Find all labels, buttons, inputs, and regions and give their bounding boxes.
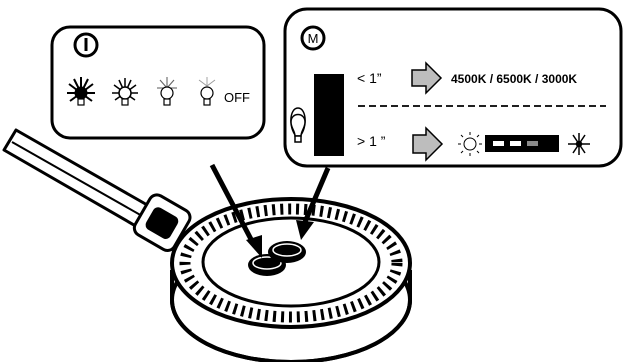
bulb-low-icon — [157, 77, 177, 106]
short-press-result: 4500K / 6500K / 3000K — [451, 72, 577, 86]
color-temperature-slider — [485, 135, 559, 152]
mode-touch-button[interactable] — [268, 241, 306, 263]
mode-indicator-bar — [314, 74, 344, 156]
mode-panel: M < 1” 4500K / 6500K / 3000K > 1 ” — [283, 7, 623, 168]
pointer-arrows — [209, 163, 331, 258]
long-press-arrow-icon — [412, 126, 444, 162]
power-button-icon[interactable] — [73, 32, 99, 58]
bulb-dim-icon — [198, 77, 216, 106]
power-panel: OFF — [50, 25, 266, 140]
off-label: OFF — [224, 90, 250, 105]
sun-icon — [458, 132, 482, 156]
bulb-medium-icon — [112, 78, 138, 106]
svg-text:M: M — [308, 31, 319, 46]
light-bulb-icon — [290, 107, 306, 143]
snowflake-icon — [568, 133, 590, 155]
short-press-label: < 1” — [357, 70, 382, 86]
lamp-base — [170, 197, 412, 362]
bulb-bright-icon — [67, 77, 95, 106]
long-press-label: > 1 ” — [357, 133, 386, 149]
mode-button-icon[interactable]: M — [300, 25, 326, 51]
lamp-arm — [2, 128, 192, 252]
short-press-arrow-icon — [411, 61, 443, 95]
